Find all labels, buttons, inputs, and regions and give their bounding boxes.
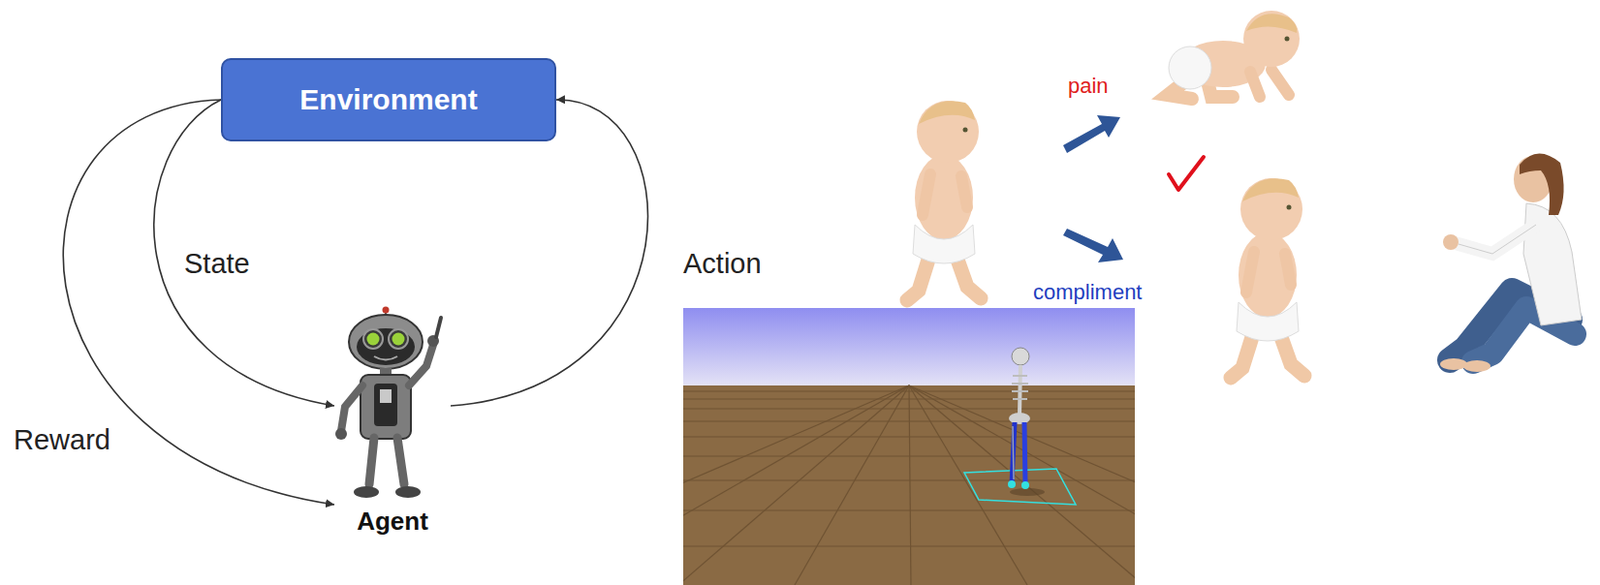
compliment-arrow: [1063, 228, 1124, 263]
edge-label: Reward: [11, 424, 113, 457]
node-label: Agent: [356, 506, 429, 537]
node-label: Environment: [299, 83, 477, 117]
check-mark: [1168, 156, 1204, 190]
outcome-label: compliment: [1033, 280, 1142, 306]
walking-baby: [1230, 178, 1305, 378]
loop-arrow: [154, 99, 335, 407]
loop-arrow: [450, 99, 649, 407]
pain-arrow: [1063, 115, 1121, 154]
edge-label: Action: [681, 248, 764, 281]
robot-figure: [335, 307, 441, 500]
simulation-panel: [683, 308, 1135, 585]
walking-baby: [907, 100, 981, 301]
crawling-baby: [1167, 10, 1300, 99]
agent-node: Agent: [334, 308, 451, 541]
sitting-woman: [1440, 153, 1582, 373]
outcome-label: pain: [1067, 73, 1109, 99]
edge-label: State: [182, 248, 252, 281]
environment-box: Environment: [220, 58, 557, 142]
